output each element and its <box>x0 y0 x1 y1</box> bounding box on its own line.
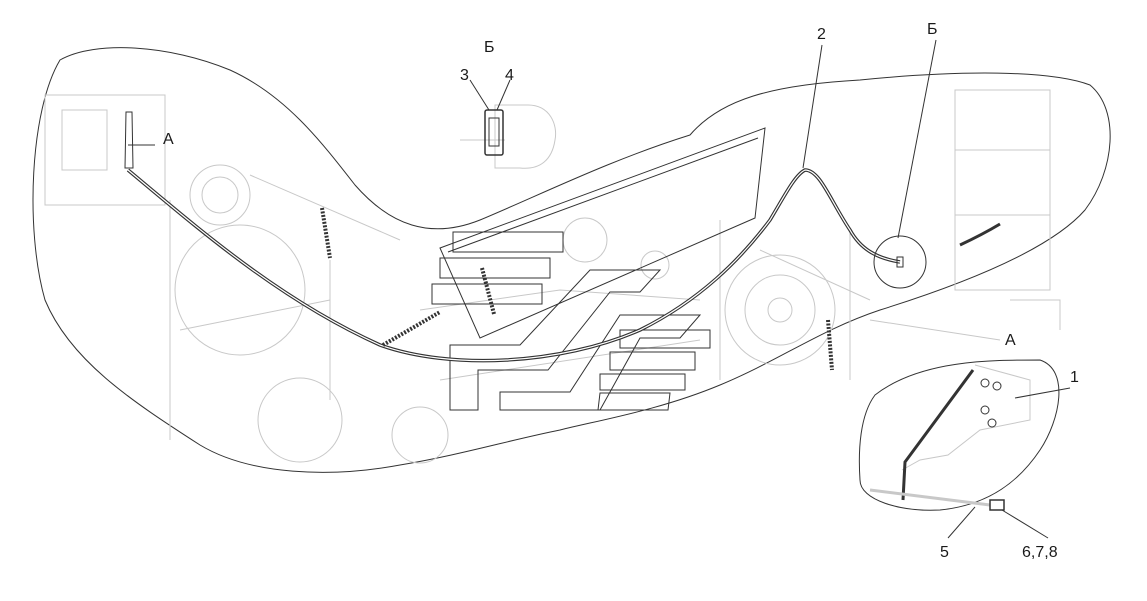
lever <box>124 111 134 169</box>
item-6-7-8-label: 6,7,8 <box>1022 544 1058 561</box>
view-b-title: Б <box>484 39 495 56</box>
item-5-label: 5 <box>940 544 949 561</box>
item-2-label: 2 <box>817 26 826 43</box>
cable-segment-right <box>959 222 1001 247</box>
view-a-title: А <box>1005 332 1016 349</box>
view-b-callout-label: Б <box>927 21 938 38</box>
item-4-label: 4 <box>505 67 514 84</box>
cable-end-fitting <box>896 256 904 268</box>
detail-b-view <box>460 104 557 169</box>
background-machinery <box>44 89 1061 464</box>
control-cable <box>126 168 901 363</box>
item-1-label: 1 <box>1070 369 1079 386</box>
guard-panel <box>431 127 766 411</box>
springs <box>320 207 834 371</box>
detail-a-view <box>858 359 1060 511</box>
main-breakout-outline <box>32 47 1111 473</box>
detail-b-callout-circle <box>873 235 927 289</box>
item-3-label: 3 <box>460 67 469 84</box>
leader-lines <box>128 39 1071 539</box>
view-a-arrow-label: А <box>163 131 174 148</box>
